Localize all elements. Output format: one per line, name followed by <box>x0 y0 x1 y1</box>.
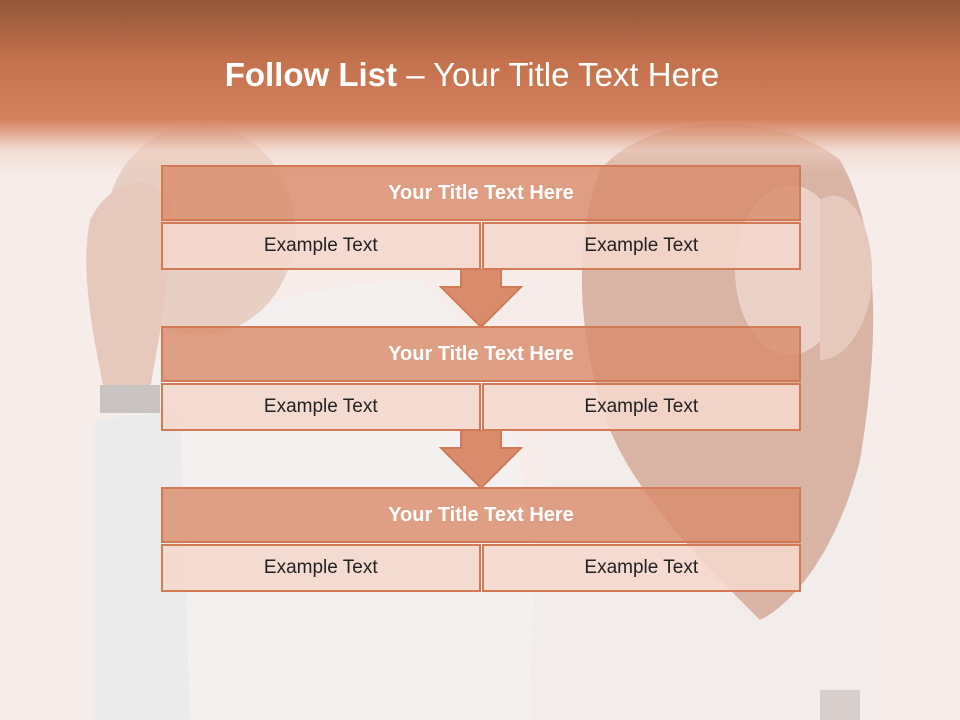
step-cell-left: Example Text <box>161 222 481 270</box>
slide-title-bold: Follow List <box>224 56 398 93</box>
step-cell-right: Example Text <box>481 383 801 431</box>
step-title: Your Title Text Here <box>161 165 801 221</box>
step-block-2: Your Title Text Here Example Text Exampl… <box>161 326 801 431</box>
slide-title: Follow List – Your Title Text Here <box>0 55 944 95</box>
slide-title-light: – Your Title Text Here <box>397 56 720 93</box>
step-title: Your Title Text Here <box>161 326 801 382</box>
step-block-1: Your Title Text Here Example Text Exampl… <box>161 165 801 270</box>
step-cell-right: Example Text <box>481 222 801 270</box>
step-block-3: Your Title Text Here Example Text Exampl… <box>161 487 801 592</box>
step-row: Example Text Example Text <box>161 544 801 592</box>
step-row: Example Text Example Text <box>161 383 801 431</box>
down-arrow-icon <box>439 269 523 329</box>
step-title: Your Title Text Here <box>161 487 801 543</box>
step-cell-right: Example Text <box>481 544 801 592</box>
step-row: Example Text Example Text <box>161 222 801 270</box>
step-cell-left: Example Text <box>161 544 481 592</box>
header-band <box>0 0 960 175</box>
step-cell-left: Example Text <box>161 383 481 431</box>
down-arrow-icon <box>439 430 523 490</box>
